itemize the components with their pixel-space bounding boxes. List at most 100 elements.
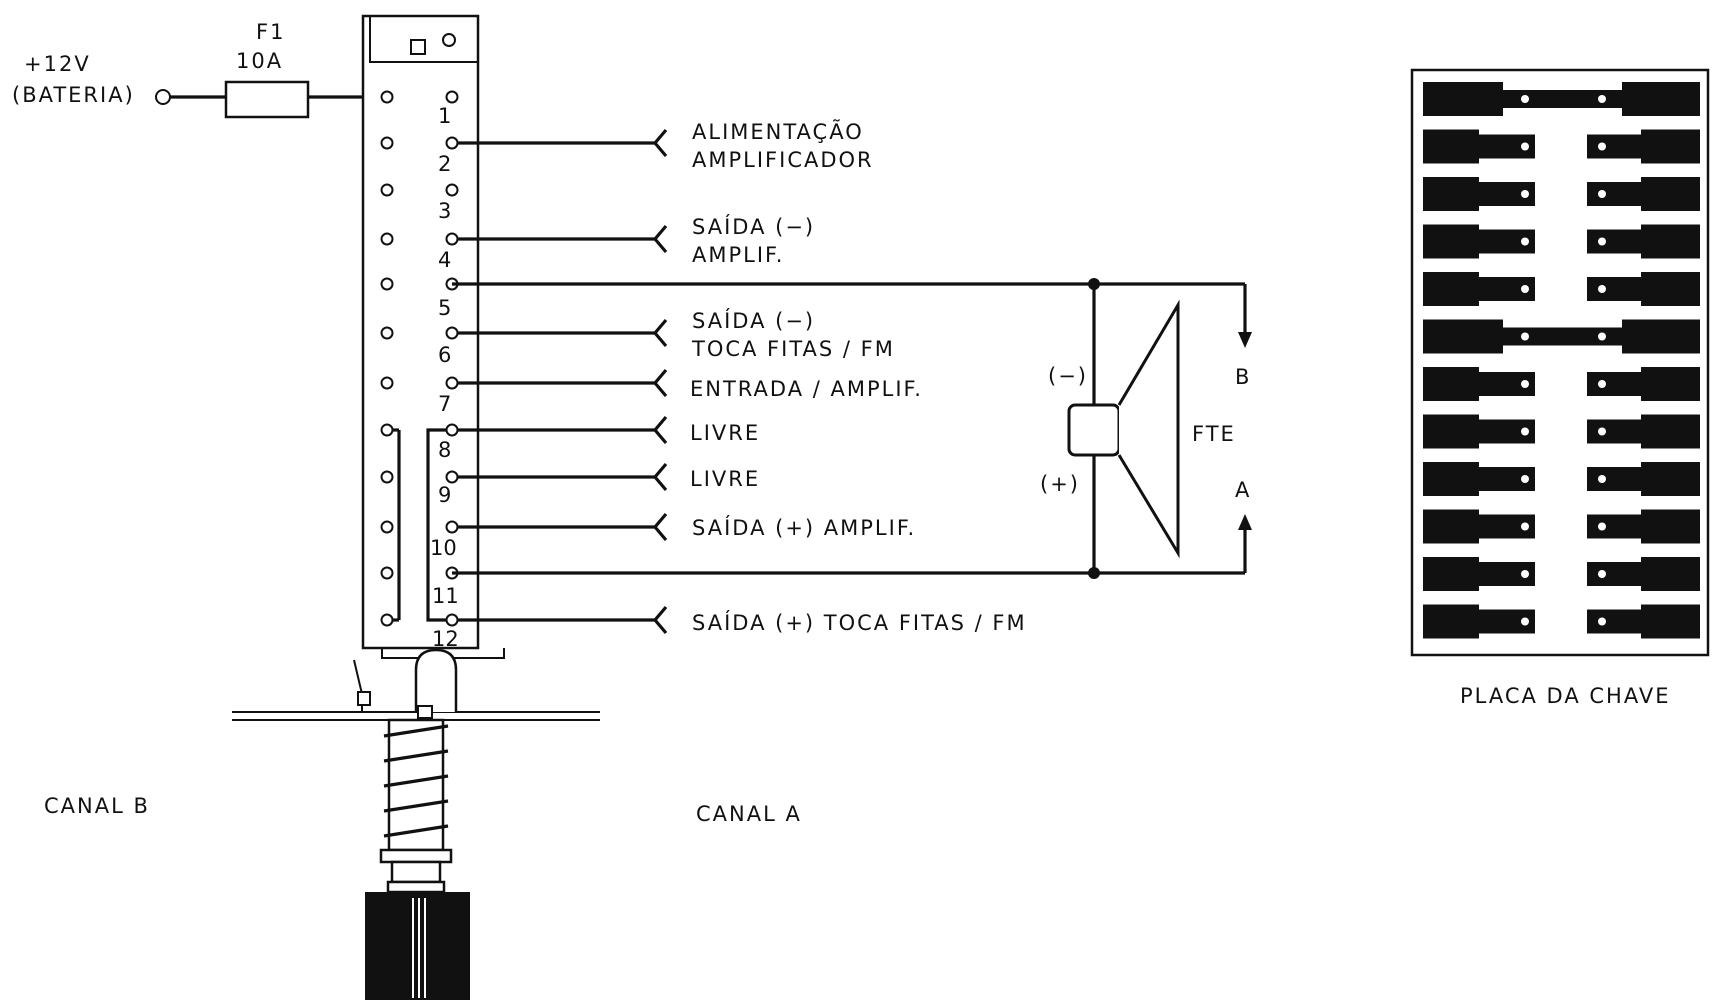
mount-tab-square <box>357 691 371 706</box>
pin-number: 12 <box>432 627 459 651</box>
pin-number: 5 <box>438 296 451 320</box>
label-pin-4-line2: AMPLIF. <box>692 243 784 267</box>
bridge-bar-right <box>426 428 452 622</box>
pad-left-wide <box>1423 604 1479 639</box>
switch-top-notch <box>369 16 478 63</box>
pad-right-wide <box>1641 557 1700 591</box>
label-pin-12: SAÍDA (+) TOCA FITAS / FM <box>692 610 1027 635</box>
pin-hole-right <box>445 613 459 627</box>
pad-hole <box>1598 427 1606 436</box>
pad-right-wide <box>1641 414 1700 449</box>
pin-number: 8 <box>438 438 451 462</box>
pin-hole-right <box>445 183 459 197</box>
pin-number: 4 <box>438 248 451 272</box>
pad-end-right <box>1622 82 1700 116</box>
pad-right-wide <box>1641 462 1700 496</box>
pad-hole <box>1521 570 1529 578</box>
fuse-f1 <box>224 80 310 119</box>
pin-hole-right <box>445 136 459 150</box>
switch-top-square <box>410 39 426 55</box>
lead-pin-6 <box>458 318 668 348</box>
label-pin-6-line1: SAÍDA (−) <box>692 308 815 333</box>
pin-hole-left <box>380 90 394 104</box>
lead-pin-9 <box>458 462 668 492</box>
pad-right-tab <box>1587 467 1643 491</box>
pad-left-wide <box>1423 557 1479 591</box>
pin-hole-left <box>380 326 394 340</box>
lead-pin-12 <box>458 605 668 635</box>
pad-right-tab <box>1587 277 1643 301</box>
collar-square <box>417 705 433 719</box>
pad-right-tab <box>1587 229 1643 254</box>
pin-hole-right <box>445 470 459 484</box>
pad-left-wide <box>1423 367 1479 401</box>
pad-hole <box>1521 380 1529 388</box>
pad-hole <box>1598 285 1606 293</box>
lead-pin-7 <box>458 368 668 398</box>
channel-a-label: CANAL A <box>696 802 802 826</box>
pad-right-wide <box>1641 509 1700 544</box>
shaft-ring-bottom <box>386 880 446 894</box>
pin-hole-left <box>380 520 394 534</box>
pad-hole <box>1521 522 1529 531</box>
pin-hole-right <box>445 326 459 340</box>
pad-right-tab <box>1587 514 1643 539</box>
pin-hole-right <box>445 90 459 104</box>
pad-left-wide <box>1423 177 1479 211</box>
switch-plate-caption: PLACA DA CHAVE <box>1460 684 1671 708</box>
pin-hole-left <box>380 232 394 246</box>
pad-hole <box>1598 237 1606 246</box>
pad-hole <box>1598 380 1606 388</box>
pin-hole-left <box>380 566 394 580</box>
pad-hole <box>1598 142 1606 151</box>
pin-hole-left <box>380 470 394 484</box>
pad-hole <box>1521 190 1529 198</box>
pad-left-wide <box>1423 509 1479 544</box>
pin-hole-left <box>380 423 394 437</box>
speaker-minus-label: (−) <box>1048 364 1088 388</box>
switch-plate-pads <box>1423 82 1700 639</box>
pad-hole <box>1598 332 1606 341</box>
label-pin-6-line2: TOCA FITAS / FM <box>691 337 895 361</box>
arrow-b-head <box>1238 332 1252 348</box>
pad-right-tab <box>1587 182 1643 206</box>
pin-hole-right <box>445 232 459 246</box>
voltage-label: +12V <box>24 52 91 76</box>
pad-left-wide <box>1423 462 1479 496</box>
pad-left-wide <box>1423 272 1479 306</box>
pad-right-tab <box>1587 609 1643 634</box>
pad-hole <box>1598 617 1606 626</box>
switch-top-hole <box>442 33 456 47</box>
pad-end-left <box>1423 82 1503 116</box>
battery-label: (BATERIA) <box>12 83 135 107</box>
label-pin-10: SAÍDA (+) AMPLIF. <box>692 515 916 540</box>
junction-dot-top <box>1088 278 1100 290</box>
battery-terminal <box>155 89 171 105</box>
label-pin-2-line1: ALIMENTAÇÃO <box>692 118 864 144</box>
lead-pin-10 <box>458 512 668 542</box>
knob <box>365 892 470 1000</box>
pad-left-wide <box>1423 414 1479 449</box>
pad-hole <box>1598 475 1606 483</box>
pad-right-wide <box>1641 177 1700 211</box>
pad-end-right <box>1622 319 1700 354</box>
label-pin-9: LIVRE <box>690 467 760 491</box>
lead-pin-2 <box>458 128 668 158</box>
arrow-a-head <box>1238 514 1252 530</box>
pin-number: 1 <box>438 104 451 128</box>
pad-hole <box>1521 142 1529 151</box>
pin-hole-right <box>445 376 459 390</box>
pin-number: 11 <box>432 584 459 608</box>
pad-bridge <box>1500 90 1624 108</box>
pad-right-tab <box>1587 419 1643 444</box>
pad-hole <box>1598 570 1606 578</box>
pad-hole <box>1521 95 1529 103</box>
pad-hole <box>1598 190 1606 198</box>
pad-hole <box>1521 285 1529 293</box>
speaker-plus-label: (+) <box>1040 472 1080 496</box>
pin-hole-right <box>445 423 459 437</box>
pin-number: 2 <box>438 152 451 176</box>
pin-hole-left <box>380 613 394 627</box>
speaker-icon <box>1067 299 1180 559</box>
